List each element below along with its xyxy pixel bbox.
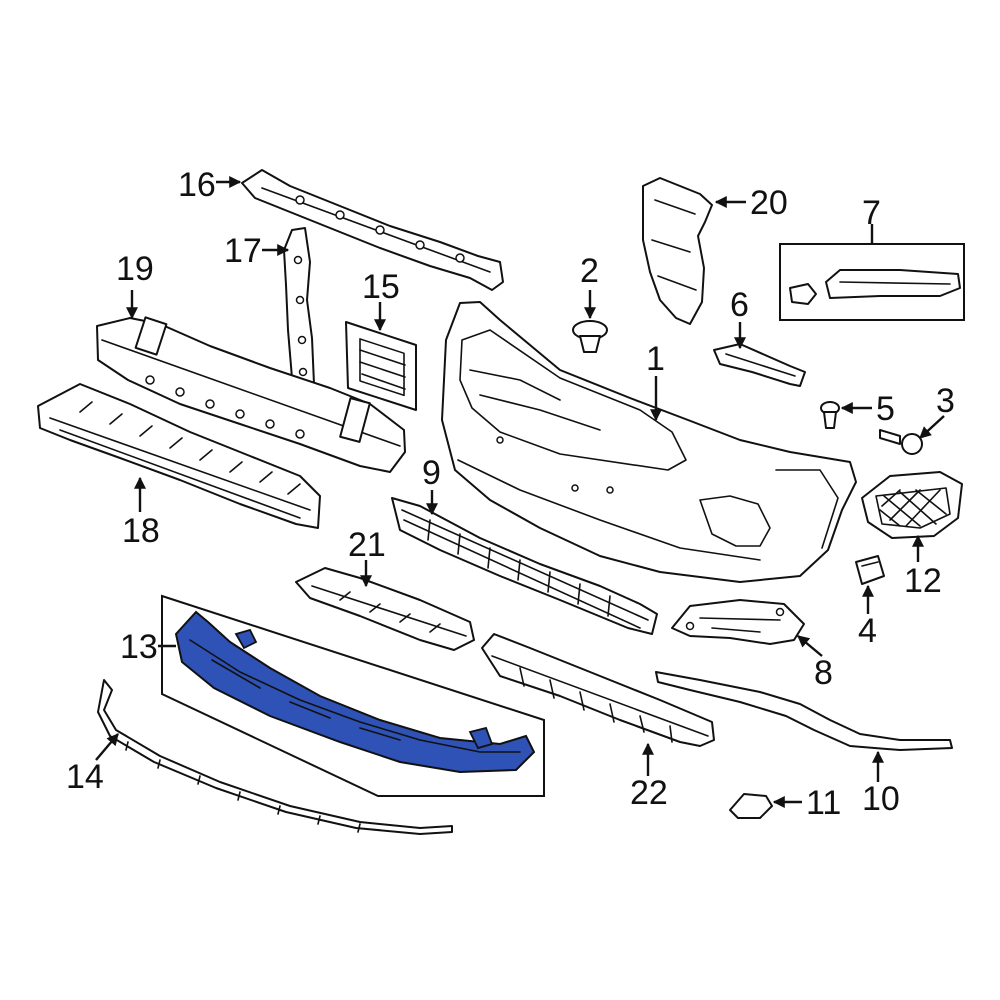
part-6-side-bracket[interactable] — [713, 343, 806, 387]
part-21-lower-bracket[interactable] — [295, 567, 475, 651]
callout-10: 10 — [862, 780, 900, 818]
callout-5: 5 — [876, 390, 895, 428]
part-7-guide-assembly[interactable] — [789, 269, 961, 305]
callout-4: 4 — [858, 612, 877, 650]
callout-16: 16 — [178, 166, 216, 204]
part-12-fog-grille[interactable] — [861, 471, 963, 539]
part-13-lower-valance[interactable] — [174, 610, 536, 774]
callout-22: 22 — [630, 774, 668, 812]
part-18-energy-absorber[interactable] — [37, 383, 321, 529]
callout-19: 19 — [116, 250, 154, 288]
leader-lines — [95, 176, 945, 808]
part-10-molding[interactable] — [655, 671, 953, 751]
part-8-lamp-bracket[interactable] — [671, 599, 805, 645]
callout-3: 3 — [936, 382, 955, 420]
callout-12: 12 — [904, 562, 942, 600]
callout-11: 11 — [806, 784, 841, 822]
callout-1: 1 — [646, 340, 665, 378]
part-2-push-clip[interactable] — [572, 320, 608, 353]
callout-17: 17 — [224, 232, 262, 270]
part-16-upper-tie-bar[interactable] — [241, 169, 504, 291]
callout-14: 14 — [66, 758, 104, 796]
callout-labels: 16 17 15 19 18 20 2 1 6 7 5 3 12 4 8 9 2… — [66, 166, 955, 822]
callout-9: 9 — [422, 454, 441, 492]
part-17-support-bracket[interactable] — [283, 227, 315, 393]
callout-6: 6 — [730, 286, 749, 324]
part-9-lower-grille[interactable] — [391, 497, 658, 635]
part-5-fastener[interactable] — [820, 401, 840, 429]
part-11-clip[interactable] — [729, 793, 773, 819]
part-15-license-bracket[interactable] — [345, 321, 417, 411]
part-1-bumper-cover[interactable] — [441, 301, 857, 583]
part-19-reinforcement-beam[interactable] — [96, 316, 406, 473]
part-4-retainer[interactable] — [855, 555, 885, 585]
callout-8: 8 — [814, 654, 833, 692]
part-20-air-deflector[interactable] — [642, 177, 713, 325]
callout-13: 13 — [120, 628, 158, 666]
part-3-bolt[interactable] — [879, 429, 923, 455]
part-22-lower-absorber[interactable] — [481, 633, 715, 747]
callout-21: 21 — [348, 526, 386, 564]
part-14-lower-strip[interactable] — [97, 679, 453, 835]
callout-20: 20 — [750, 184, 788, 222]
callout-2: 2 — [580, 252, 599, 290]
callout-15: 15 — [362, 268, 400, 306]
callout-18: 18 — [122, 512, 160, 550]
part-13-frame — [161, 594, 545, 797]
callout-7: 7 — [862, 194, 881, 232]
